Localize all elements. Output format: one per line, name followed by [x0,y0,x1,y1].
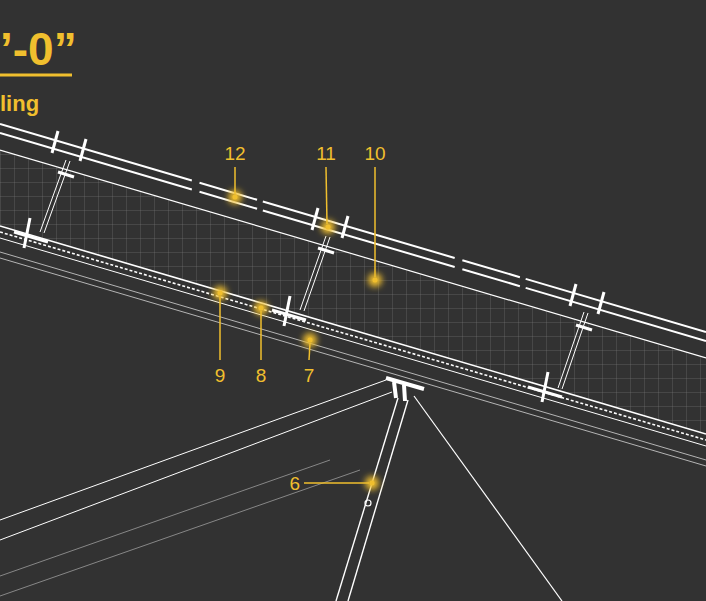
support-structure [0,378,562,601]
callout-number: 7 [304,366,315,385]
callout-number: 9 [215,366,226,385]
insulation-hatch [0,150,706,434]
clip-rods [40,160,588,389]
leader-lines [220,167,375,483]
title-text: ’-0” [0,26,77,72]
title-underline [0,74,72,77]
callout-number: 10 [364,144,385,163]
glass-layers [0,124,706,466]
callout-number: 12 [224,144,245,163]
subtitle-text: ling [0,93,39,115]
callout-number: 11 [316,144,336,163]
callout-number: 6 [289,474,300,493]
callout-dots [213,190,382,490]
callout-number: 8 [256,366,267,385]
glazing-clips [14,131,604,402]
